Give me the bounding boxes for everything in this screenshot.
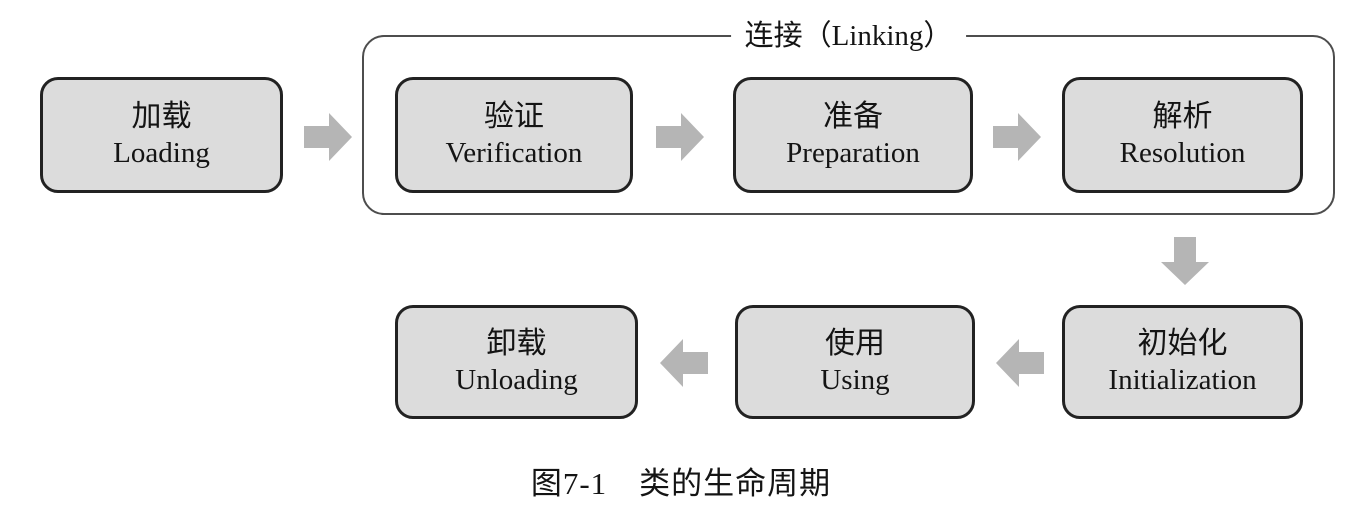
flow-arrow-left-icon <box>996 336 1044 390</box>
flow-arrow-right-icon <box>304 110 352 164</box>
node-loading: 加载 Loading <box>40 77 283 193</box>
node-using-label-en: Using <box>820 363 890 396</box>
node-initialization: 初始化 Initialization <box>1062 305 1303 419</box>
node-verification-label-zh: 验证 <box>484 100 544 134</box>
node-initialization-label-en: Initialization <box>1108 363 1257 396</box>
figure-caption: 图7-1 类的生命周期 <box>530 466 832 501</box>
node-unloading: 卸载 Unloading <box>395 305 638 419</box>
node-unloading-label-zh: 卸载 <box>486 327 547 361</box>
flow-arrow-left-icon <box>660 336 708 390</box>
node-preparation-label-zh: 准备 <box>823 100 883 134</box>
node-resolution-label-zh: 解析 <box>1152 100 1213 134</box>
node-verification: 验证 Verification <box>395 77 633 193</box>
node-resolution-label-en: Resolution <box>1119 136 1246 169</box>
flow-arrow-right-icon <box>993 110 1041 164</box>
node-preparation: 准备 Preparation <box>733 77 973 193</box>
flow-arrow-down-icon <box>1158 237 1212 285</box>
node-using: 使用 Using <box>735 305 975 419</box>
node-verification-label-en: Verification <box>445 136 583 169</box>
flow-arrow-right-icon <box>656 110 704 164</box>
node-preparation-label-en: Preparation <box>786 136 920 169</box>
linking-group-label: 连接（Linking） <box>730 16 967 56</box>
node-initialization-label-zh: 初始化 <box>1137 327 1228 361</box>
node-resolution: 解析 Resolution <box>1062 77 1303 193</box>
node-unloading-label-en: Unloading <box>455 363 578 396</box>
linking-group-frame: 连接（Linking） <box>362 16 1335 215</box>
node-using-label-zh: 使用 <box>825 327 885 361</box>
node-loading-label-en: Loading <box>113 136 210 169</box>
node-loading-label-zh: 加载 <box>131 100 192 134</box>
